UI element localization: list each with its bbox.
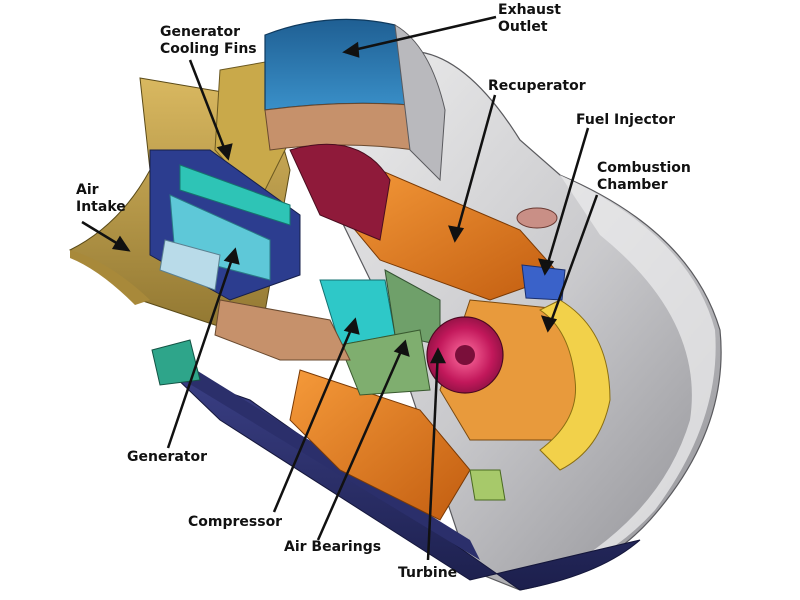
- label-air-intake: Air Intake: [76, 182, 126, 216]
- label-line: Combustion: [597, 160, 691, 176]
- mount-feet: [151, 339, 506, 501]
- recuperator-part: [289, 169, 561, 521]
- label-generator: Generator: [127, 449, 207, 466]
- air-bearings-part: [339, 329, 431, 396]
- generator-part: [149, 149, 301, 301]
- label-line: Chamber: [597, 177, 668, 193]
- label-turbine: Turbine: [398, 565, 457, 582]
- lower-bracket: [214, 299, 351, 361]
- label-line: Recuperator: [488, 78, 586, 94]
- label-line: Intake: [76, 199, 126, 215]
- label-compressor: Compressor: [188, 514, 282, 531]
- inner-chamber: [289, 143, 391, 241]
- label-combustion-chamber: Combustion Chamber: [597, 160, 691, 194]
- turbine-part: [426, 316, 504, 394]
- label-line: Outlet: [498, 19, 548, 35]
- label-line: Generator: [127, 449, 208, 465]
- exhaust-outlet-part: [264, 18, 446, 182]
- leader-lines: [81, 15, 599, 561]
- label-line: Air: [76, 182, 99, 198]
- label-line: Exhaust: [498, 2, 561, 18]
- label-line: Air Bearings: [284, 539, 382, 555]
- fuel-injector-part: [516, 207, 566, 301]
- label-line: Cooling Fins: [160, 41, 257, 57]
- label-line: Generator: [160, 24, 241, 40]
- base-frame: [169, 360, 641, 591]
- label-line: Fuel Injector: [576, 112, 675, 128]
- label-air-bearings: Air Bearings: [284, 539, 381, 556]
- label-line: Turbine: [398, 565, 458, 581]
- label-recuperator: Recuperator: [488, 78, 586, 95]
- compressor-part: [319, 269, 441, 346]
- label-fuel-injector: Fuel Injector: [576, 112, 675, 129]
- label-exhaust-outlet: Exhaust Outlet: [498, 2, 561, 36]
- label-generator-cooling-fins: Generator Cooling Fins: [160, 24, 257, 58]
- label-line: Compressor: [188, 514, 283, 530]
